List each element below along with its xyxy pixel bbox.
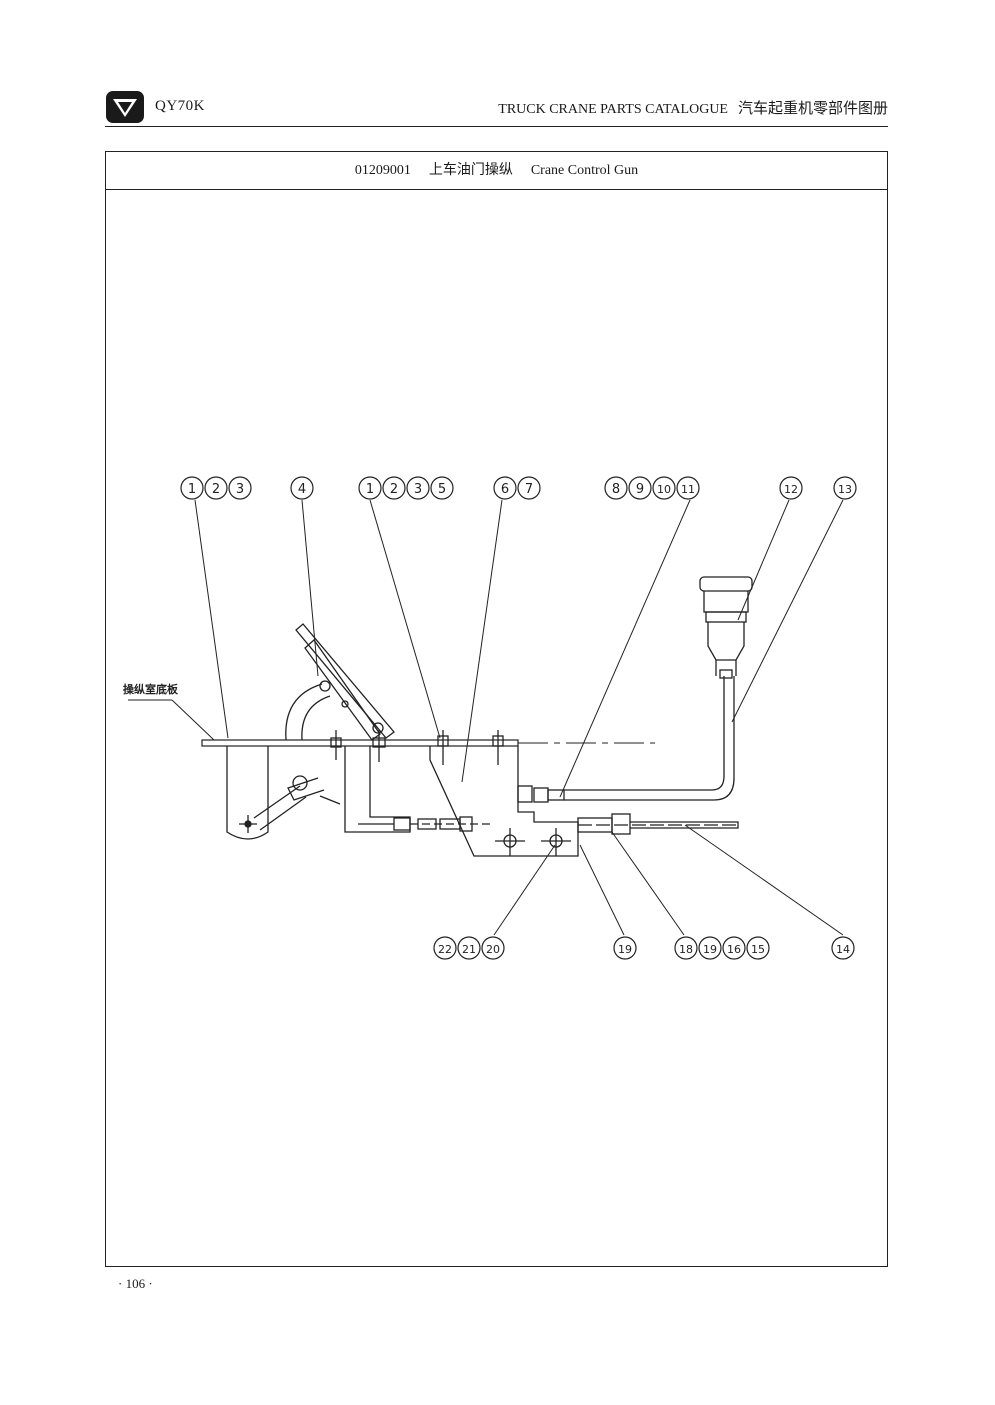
callout-number: 2 [212,482,220,497]
pedal-linkage [226,623,395,840]
callout-balloon: 20 [481,936,505,960]
drawing-title: 01209001 上车油门操纵 Crane Control Gun [106,152,887,190]
callout-balloon: 6 [493,476,517,500]
callout-balloon: 13 [833,476,857,500]
callout-balloon: 10 [652,476,676,500]
callout-balloon: 8 [604,476,628,500]
page-number: · 106 · [118,1276,153,1291]
callout-balloon: 9 [628,476,652,500]
cable-assembly [533,676,739,835]
catalogue-title-en: TRUCK CRANE PARTS CATALOGUE [498,102,728,117]
callout-number: 16 [727,943,741,956]
callout-balloon: 15 [746,936,770,960]
callout-number: 12 [784,483,798,496]
callout-number: 15 [751,943,765,956]
callout-number: 8 [612,482,620,497]
callout-number: 3 [236,482,244,497]
connecting-rod [344,746,490,833]
callout-balloon: 12 [779,476,803,500]
callout-balloon: 7 [517,476,541,500]
callout-balloon: 4 [290,476,314,500]
callout-number: 7 [525,482,533,497]
mounting-bracket [429,730,579,857]
callout-balloon: 22 [433,936,457,960]
catalogue-title-cn: 汽车起重机零部件图册 [737,99,888,117]
callout-number: 1 [366,482,374,497]
callout-number: 5 [438,482,446,497]
catalogue-title: TRUCK CRANE PARTS CATALOGUE 汽车起重机零部件图册 [498,97,888,118]
callout-number: 21 [462,943,476,956]
drawing-name-cn: 上车油门操纵 [428,162,513,178]
callout-number: 22 [438,943,452,956]
callout-balloon: 2 [204,476,228,500]
callout-number: 2 [390,482,398,497]
brand-logo-icon [106,91,144,123]
callout-balloon: 21 [457,936,481,960]
callout-number: 9 [636,482,644,497]
floor-plate: 操纵室底板 [123,682,655,747]
callout-balloon: 16 [722,936,746,960]
callout-number: 1 [188,482,196,497]
callout-number: 4 [298,482,306,497]
drawing-frame: 01209001 上车油门操纵 Crane Control Gun [105,151,888,1267]
callout-balloon: 11 [676,476,700,500]
callout-balloon: 1 [358,476,382,500]
page-header: QY70K TRUCK CRANE PARTS CATALOGUE 汽车起重机零部… [105,88,888,127]
callout-number: 19 [703,943,717,956]
callout-balloon: 5 [430,476,454,500]
callout-number: 3 [414,482,422,497]
floor-label: 操纵室底板 [123,682,179,696]
callout-number: 18 [679,943,693,956]
callout-number: 14 [836,943,850,956]
callout-balloon: 3 [228,476,252,500]
model-name: QY70K [155,98,205,114]
leader-lines [194,499,844,936]
callout-balloon: 19 [698,936,722,960]
callout-balloon: 2 [382,476,406,500]
drawing-code: 01209001 [354,163,411,178]
reservoir [699,576,753,679]
callout-number: 20 [486,943,500,956]
callout-balloon: 3 [406,476,430,500]
callout-number: 11 [681,483,695,496]
callout-number: 19 [618,943,632,956]
callout-number: 6 [501,482,509,497]
callout-balloon: 19 [613,936,637,960]
callout-balloon: 18 [674,936,698,960]
callout-balloon: 1 [180,476,204,500]
callout-number: 13 [838,483,852,496]
callout-balloon: 14 [831,936,855,960]
drawing-name-en: Crane Control Gun [530,163,639,178]
callout-number: 10 [657,483,671,496]
